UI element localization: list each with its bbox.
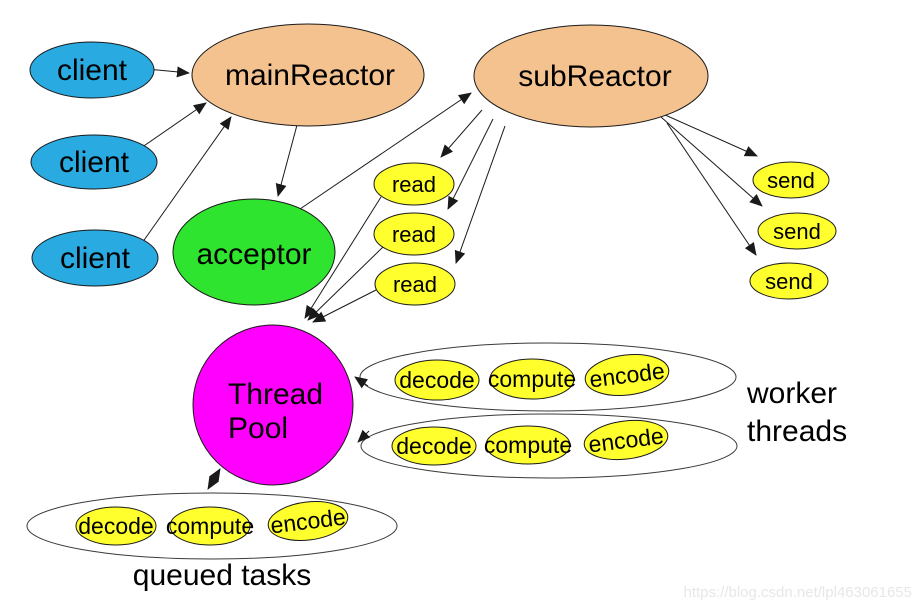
thread-pool-label-line1: Thread	[228, 378, 323, 411]
read-label-3: read	[393, 272, 437, 297]
worker-threads-label-line1: worker	[746, 377, 837, 410]
arrow-read1-threadpool	[304, 196, 382, 319]
send-label-3: send	[765, 269, 813, 294]
send-node-1	[752, 161, 830, 199]
task-node-w1-compute	[489, 358, 575, 400]
worker-threads-label-line2: threads	[747, 415, 847, 448]
acceptor-node	[172, 198, 336, 306]
arrow-mainreactor-acceptor	[275, 124, 298, 197]
task-node-w2-compute	[485, 425, 571, 465]
arrow-threadpool-queued-bidirectional	[207, 468, 221, 490]
watermark-text: https://blog.csdn.net/lpl463061655	[683, 584, 912, 601]
sub-reactor-label: subReactor	[518, 60, 671, 93]
task-node-w1-encode	[584, 353, 670, 397]
arrow-subreactor-send1	[653, 109, 758, 157]
read-node-1	[373, 162, 455, 206]
read-label-1: read	[392, 172, 436, 197]
acceptor-label: acceptor	[196, 238, 311, 271]
arrow-subreactor-read2	[447, 118, 494, 210]
send-node-3	[749, 262, 829, 300]
client-label-2: client	[59, 146, 130, 179]
arrow-subreactor-read3	[454, 125, 506, 264]
client-node-3	[31, 229, 159, 287]
main-reactor-label: mainReactor	[225, 59, 395, 92]
client-node-1	[29, 41, 155, 99]
arrow-subreactor-send3	[666, 122, 757, 256]
client-label-3: client	[60, 242, 131, 275]
arrow-read2-threadpool	[307, 246, 384, 321]
arrow-subreactor-read1	[440, 109, 483, 158]
client-node-2	[30, 134, 158, 190]
task-node-w1-decode	[394, 359, 480, 401]
client-label-1: client	[57, 54, 128, 87]
thread-pool-label-line2: Pool	[228, 412, 288, 445]
queued-tasks-label: queued tasks	[133, 559, 311, 592]
task-node-q-decode	[75, 506, 157, 546]
read-node-2	[373, 212, 455, 256]
arrow-client3-mainreactor	[141, 116, 232, 244]
task-label-q-decode: decode	[78, 513, 153, 539]
send-label-1: send	[767, 168, 815, 193]
arrow-acceptor-subreactor	[299, 92, 472, 210]
arrow-subreactor-send2	[660, 116, 763, 207]
send-node-2	[757, 212, 837, 250]
arrow-client2-mainreactor	[137, 102, 207, 151]
task-label-w2-decode: decode	[396, 433, 471, 459]
task-node-w2-decode	[391, 426, 477, 466]
task-label-w1-decode: decode	[399, 367, 474, 393]
task-node-q-encode	[267, 501, 349, 541]
arrow-worker1-threadpool	[354, 376, 369, 389]
task-node-w2-encode	[583, 419, 669, 461]
send-label-2: send	[773, 219, 821, 244]
arrow-worker2-threadpool	[357, 429, 371, 443]
task-node-q-compute	[169, 506, 251, 546]
task-label-w1-compute: compute	[488, 366, 576, 392]
arrow-read3-threadpool	[312, 289, 377, 323]
task-label-w2-compute: compute	[484, 432, 572, 458]
read-label-2: read	[392, 222, 436, 247]
main-reactor-node	[191, 23, 425, 127]
thread-pool-node	[192, 324, 354, 486]
read-node-3	[374, 262, 456, 306]
task-label-q-compute: compute	[166, 513, 254, 539]
sub-reactor-node	[473, 24, 709, 128]
